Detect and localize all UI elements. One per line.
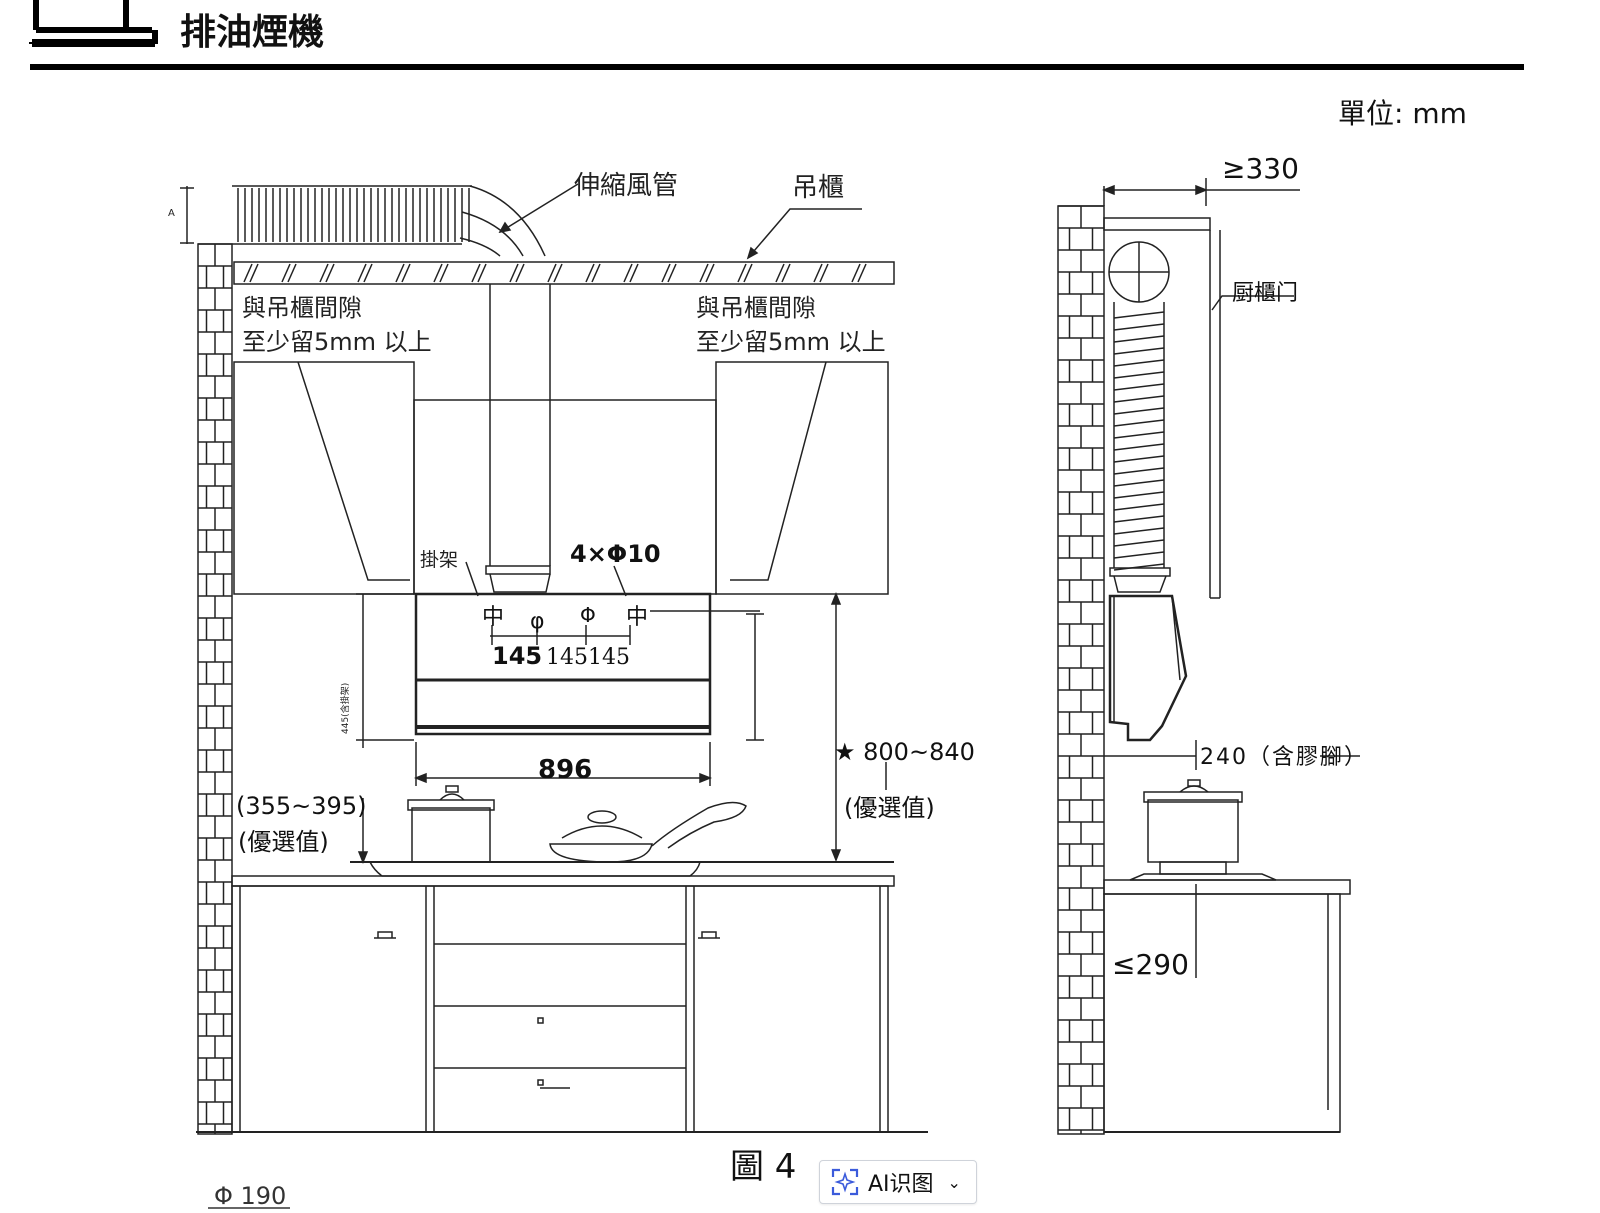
gap-left-line2: 至少留5mm 以上	[242, 328, 432, 356]
chevron-down-icon[interactable]: ⌄	[947, 1172, 961, 1192]
spacing-rest: 145145	[546, 645, 630, 670]
hood-width-label: 896	[538, 755, 592, 785]
clearance-note: (優選值)	[238, 828, 329, 856]
side-duct-corrugation	[1113, 311, 1165, 571]
wall-cabinet-label: 吊櫃	[792, 173, 844, 203]
center-mark-3: Φ	[580, 603, 596, 627]
spacing-first: 145	[492, 642, 542, 670]
sparkle-scan-icon	[830, 1167, 860, 1197]
brick-wall-right	[1057, 205, 1105, 1135]
ai-recognize-label: AI识图	[868, 1172, 934, 1197]
clearance-label: (355~395)	[236, 792, 366, 820]
brick-wall-left	[197, 243, 233, 1135]
mount-height-label: ★ 800~840	[834, 738, 975, 766]
bracket-label: 掛架	[420, 549, 458, 571]
center-mark-1: 中	[482, 605, 504, 630]
cabinet-slab-hatch	[243, 263, 867, 283]
ai-recognize-button[interactable]: AI识图 ⌄	[819, 1160, 977, 1204]
cabinet-door-label: 厨櫃门	[1232, 281, 1298, 306]
a-dimension-label: A	[168, 208, 175, 219]
gap-right-line1: 與吊櫃間隙	[696, 294, 816, 322]
duct-label: 伸縮風管	[574, 171, 678, 201]
range-hood-icon	[29, 0, 158, 47]
mount-height-note: (優選值)	[844, 794, 935, 822]
center-mark-2: φ	[530, 609, 545, 634]
page-title: 排油煙機	[180, 12, 324, 53]
pot	[407, 785, 495, 863]
phi-label: Φ 190	[214, 1182, 286, 1209]
unit-label: 單位: mm	[1338, 97, 1467, 130]
flexible-duct	[237, 188, 470, 242]
max-reach-label: ≤290	[1112, 948, 1189, 981]
figure-caption: 圖 4	[730, 1147, 796, 1187]
front-view	[180, 183, 928, 1135]
gap-left-line1: 與吊櫃間隙	[242, 294, 362, 322]
holes-label: 4×Φ10	[570, 540, 661, 568]
hood-height-label: 445(含掛架)	[339, 683, 351, 734]
min-depth-label: ≥330	[1222, 152, 1299, 185]
side-view	[1057, 178, 1360, 1135]
frying-pan	[549, 801, 747, 863]
hood-depth-label: 240（含膠腳）	[1200, 745, 1368, 770]
center-mark-4: 中	[626, 605, 648, 630]
header-rule	[30, 64, 1524, 70]
gap-right-line2: 至少留5mm 以上	[696, 328, 886, 356]
